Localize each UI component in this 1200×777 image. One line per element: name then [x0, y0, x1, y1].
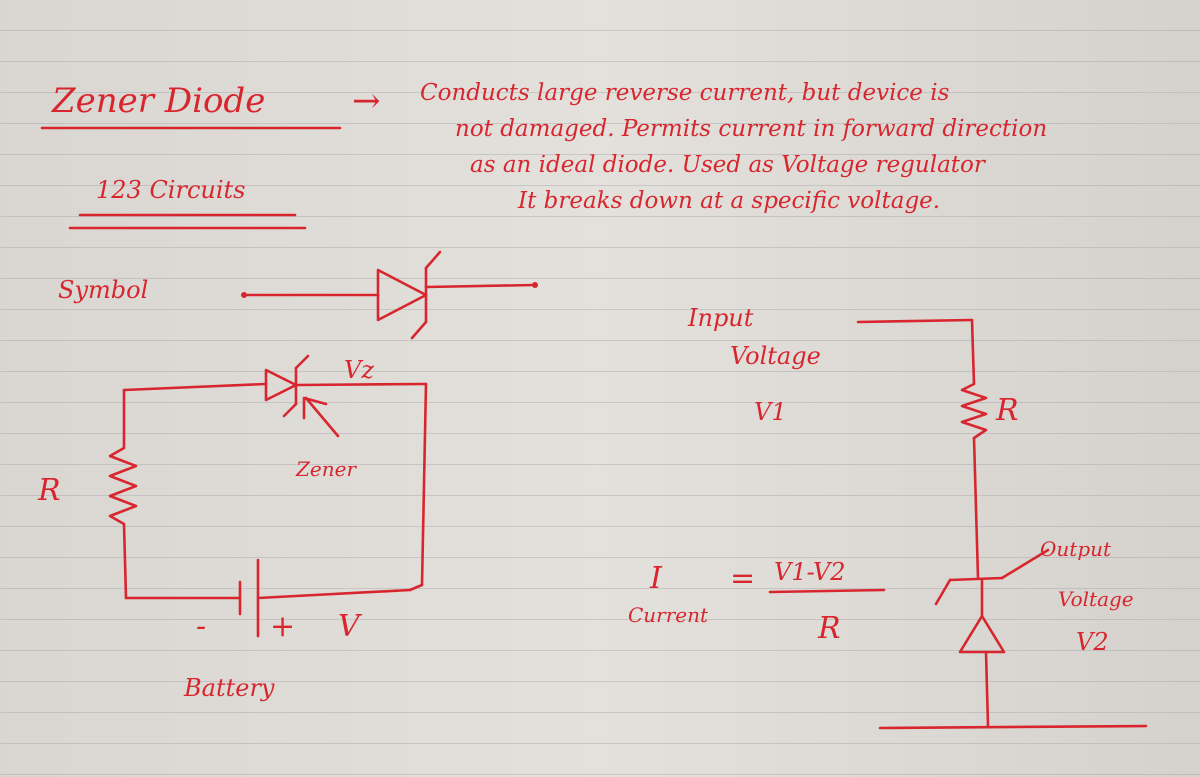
formula-denominator: R [817, 611, 841, 646]
right-resistor [960, 382, 988, 440]
left-wire-bottom [122, 522, 128, 600]
circuit-zener-triangle [264, 368, 298, 402]
right-circuit [856, 318, 1148, 730]
top-wire-left [122, 382, 268, 392]
pointer-arrow-icon [304, 396, 340, 438]
description-line-1: Conducts large reverse current, but devi… [420, 80, 950, 106]
battery-minus-label: - [196, 609, 206, 644]
output-voltage-word: Voltage [1058, 587, 1134, 611]
ground-wire [984, 650, 990, 728]
right-resistor-label: R [995, 393, 1019, 428]
input-symbol: V1 [754, 398, 787, 426]
description-line-2: not damaged. Permits current in forward … [455, 116, 1047, 142]
subtitle: 123 Circuits [96, 176, 245, 204]
output-symbol: V2 [1076, 628, 1109, 656]
arrow-icon: → [352, 81, 381, 121]
formula-numerator: V1-V2 [774, 558, 846, 586]
battery-voltage-label: V [338, 609, 363, 644]
top-wire-right [294, 382, 428, 387]
right-wire [420, 382, 428, 587]
battery-plus-label: + [270, 609, 295, 644]
left-circuit [108, 354, 428, 638]
left-resistor-label: R [37, 473, 61, 508]
right-wire-top [970, 318, 976, 386]
symbol-label: Symbol [58, 276, 148, 304]
formula-lhs: I [649, 561, 663, 596]
right-wire-middle [972, 436, 980, 580]
title: Zener Diode [51, 81, 265, 121]
input-voltage-word: Voltage [730, 342, 821, 370]
formula-equals: = [730, 561, 755, 596]
description-line-4: It breaks down at a specific voltage. [517, 188, 940, 214]
description-line-3: as an ideal diode. Used as Voltage regul… [470, 152, 987, 178]
output-label: Output [1040, 537, 1112, 561]
bottom-wire-right [256, 588, 412, 600]
left-resistor [108, 446, 138, 526]
zener-label: Zener [295, 457, 357, 481]
zener-bar [948, 576, 1004, 582]
formula-lhs-caption: Current [628, 603, 709, 627]
formula-fraction-bar [768, 588, 886, 594]
zener-triangle [958, 614, 1006, 654]
input-label: Input [687, 304, 754, 332]
battery-label: Battery [183, 674, 275, 702]
zener-symbol [241, 250, 538, 340]
output-lead [1000, 548, 1050, 580]
ground-line [878, 724, 1148, 730]
input-wire [856, 318, 974, 324]
zener-voltage-label: Vz [344, 356, 374, 384]
